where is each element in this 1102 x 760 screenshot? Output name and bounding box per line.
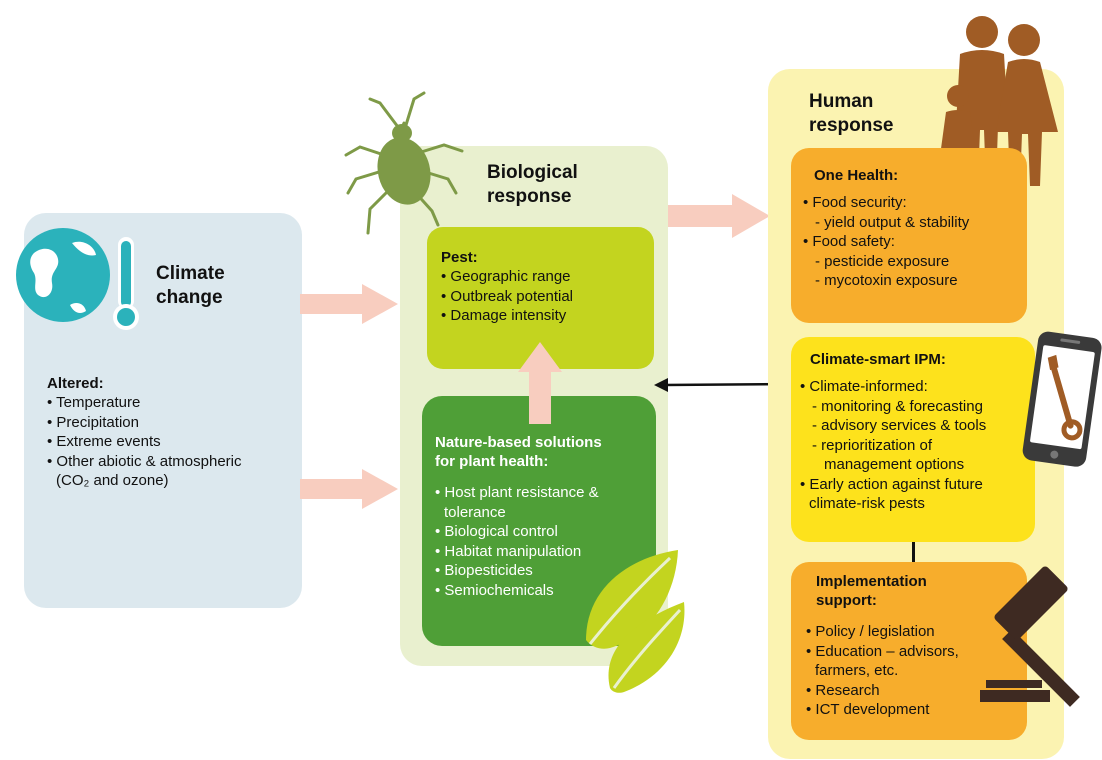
list-item: climate-risk pests xyxy=(809,495,925,512)
implementation-heading-line2: support: xyxy=(816,592,877,609)
list-item: • Early action against future xyxy=(800,475,983,493)
list-item: management options xyxy=(824,456,965,473)
biological-title: Biological xyxy=(487,162,578,183)
altered-section: Altered: • Temperature • Precipitation •… xyxy=(47,374,242,491)
list-item: • Extreme events xyxy=(47,433,161,450)
list-item: - yield output & stability xyxy=(815,213,970,231)
altered-list: • Temperature • Precipitation • Extreme … xyxy=(47,393,242,491)
biological-title-line2: response xyxy=(487,186,572,207)
arrow-biological-to-human xyxy=(668,194,770,238)
human-title: Human xyxy=(809,91,874,112)
list-item: • Semiochemicals xyxy=(435,581,554,599)
list-item: - mycotoxin exposure xyxy=(815,272,958,289)
globe-thermometer-icon xyxy=(16,228,139,330)
list-item: • ICT development xyxy=(806,701,930,718)
nbs-heading-line2: for plant health: xyxy=(435,453,549,470)
list-item: • Climate-informed: xyxy=(800,378,928,395)
human-title-line2: response xyxy=(809,115,894,136)
one-health-list: • Food security: - yield output & stabil… xyxy=(803,193,969,291)
aphid-icon xyxy=(344,91,464,235)
list-item: • Policy / legislation xyxy=(806,623,935,640)
nbs-heading: Nature-based solutions xyxy=(435,434,602,451)
altered-heading: Altered: xyxy=(47,375,104,392)
list-item: • Geographic range xyxy=(441,268,571,285)
list-item: • Biopesticides xyxy=(435,562,533,579)
list-item: - pesticide exposure xyxy=(815,252,950,270)
list-item: • Research xyxy=(806,681,880,699)
implementation-support-box xyxy=(791,562,1027,740)
implementation-list: • Policy / legislation • Education – adv… xyxy=(806,622,959,720)
pest-list: • Geographic range • Outbreak potential … xyxy=(441,267,573,326)
list-item: • Outbreak potential xyxy=(441,287,573,305)
gavel-icon xyxy=(980,566,1080,707)
list-item: • Host plant resistance & xyxy=(435,484,599,501)
list-item: • Temperature xyxy=(47,394,141,411)
implementation-section: Implementation support: • Policy / legis… xyxy=(806,572,959,720)
list-item: tolerance xyxy=(444,503,506,521)
list-item: • Biological control xyxy=(435,523,558,540)
pest-heading: Pest: xyxy=(441,249,478,266)
list-item: - advisory services & tools xyxy=(812,417,987,434)
arrow-nbs-to-pest xyxy=(518,342,562,424)
list-item: • Food security: xyxy=(803,194,907,211)
ipm-list: • Climate-informed: - monitoring & forec… xyxy=(800,377,986,514)
list-item: - reprioritization of xyxy=(812,436,933,454)
smartphone-wrench-icon xyxy=(1022,331,1102,467)
implementation-heading: Implementation xyxy=(816,573,927,590)
one-health-section: One Health: • Food security: - yield out… xyxy=(803,166,969,291)
connector-line xyxy=(912,542,915,564)
list-item: • Precipitation xyxy=(47,413,139,431)
climate-title: Climate xyxy=(156,263,225,284)
list-item: farmers, etc. xyxy=(815,662,899,679)
ipm-heading: Climate-smart IPM: xyxy=(810,351,946,368)
list-item: • Education – advisors, xyxy=(806,642,959,660)
list-item: • Food safety: xyxy=(803,233,895,250)
arrow-climate-to-nbs xyxy=(300,469,398,509)
one-health-box xyxy=(791,148,1027,323)
pest-section: Pest: • Geographic range • Outbreak pote… xyxy=(441,248,573,326)
arrow-climate-to-pest xyxy=(300,284,398,324)
ipm-section: Climate-smart IPM: • Climate-informed: -… xyxy=(800,350,986,514)
list-item: (CO₂ and ozone) xyxy=(56,472,169,489)
list-item: • Habitat manipulation xyxy=(435,542,582,560)
nbs-list: • Host plant resistance & tolerance • Bi… xyxy=(435,483,602,600)
list-item: - monitoring & forecasting xyxy=(812,397,983,415)
list-item: • Other abiotic & atmospheric xyxy=(47,452,242,470)
list-item: • Damage intensity xyxy=(441,307,567,324)
climate-smart-ipm-box xyxy=(791,337,1035,542)
nbs-section: Nature-based solutions for plant health:… xyxy=(435,433,602,600)
climate-title-line2: change xyxy=(156,287,223,308)
leaves-icon xyxy=(586,550,685,693)
one-health-heading: One Health: xyxy=(814,167,899,184)
